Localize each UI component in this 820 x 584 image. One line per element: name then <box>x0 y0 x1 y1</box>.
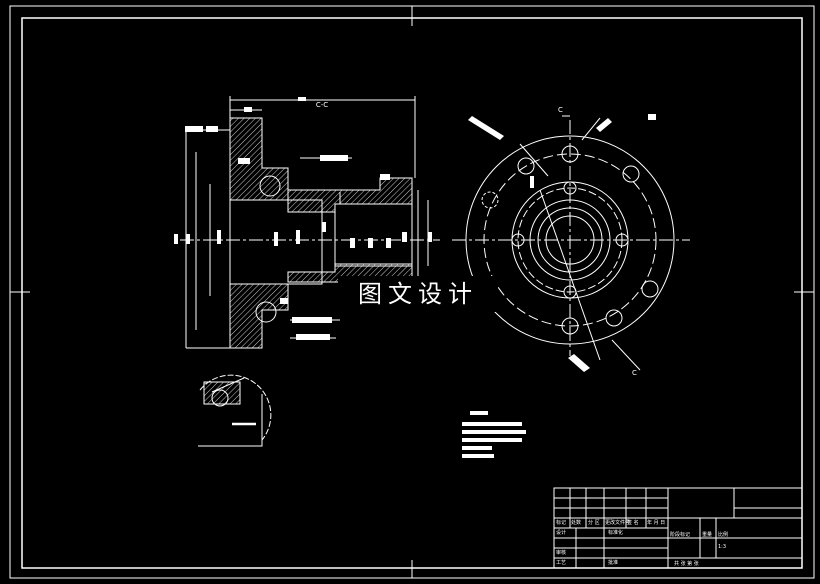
tb-sheet: 共 张 第 张 <box>674 560 699 567</box>
tb-review: 审核 <box>556 549 566 556</box>
tb-change-doc: 更改文件号 <box>605 519 630 526</box>
tb-approve: 批准 <box>608 559 618 566</box>
flange-lower-section <box>229 283 289 349</box>
section-mark-bottom: C <box>632 369 637 377</box>
bore-outline <box>229 199 323 285</box>
tb-date: 年 月 日 <box>647 519 665 526</box>
end-view <box>452 115 690 371</box>
tb-scale: 比例 <box>718 531 728 538</box>
tb-standardize: 标准化 <box>608 529 623 536</box>
technical-notes <box>462 411 526 458</box>
title-block-labels: 标记 处数 分 区 更改文件号 签 名 年 月 日 设计 标准化 阶段标记 重量… <box>556 519 728 567</box>
tb-weight: 重量 <box>702 531 712 538</box>
section-mark-top: C <box>558 106 563 114</box>
tb-signature: 签 名 <box>627 519 639 526</box>
tb-count: 处数 <box>571 519 581 526</box>
hub-bore-outline <box>334 203 413 267</box>
tb-process: 工艺 <box>556 560 566 566</box>
section-hole-lower <box>255 301 277 323</box>
section-hole-upper <box>259 175 281 197</box>
end-view-annotations <box>468 114 656 372</box>
tb-zone: 分 区 <box>588 519 600 526</box>
detail-view <box>198 374 272 447</box>
tb-mark: 标记 <box>556 519 566 526</box>
tb-scale-value: 1:3 <box>718 544 726 550</box>
dimension-labels <box>174 97 432 340</box>
title-block <box>553 487 803 569</box>
hub-upper-section <box>287 177 413 213</box>
watermark-text: 图文设计 <box>338 276 498 312</box>
section-view-label: C-C <box>316 101 328 109</box>
tb-designer: 设计 <box>556 529 566 536</box>
centering-marks <box>10 6 814 578</box>
tb-stage: 阶段标记 <box>670 531 690 538</box>
